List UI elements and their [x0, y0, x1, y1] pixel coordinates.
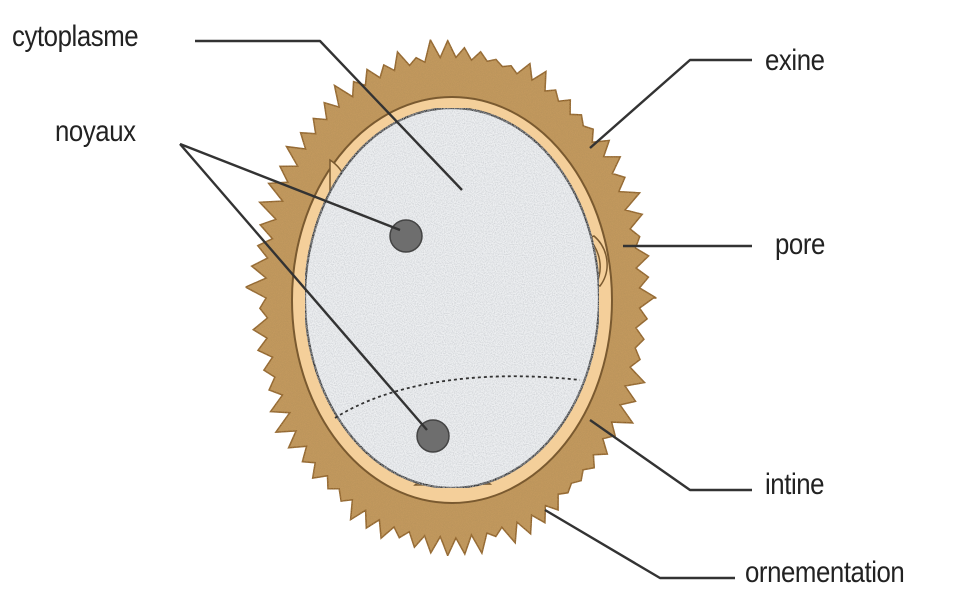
- label-ornementation: ornementation: [745, 556, 904, 590]
- leader-ornementation: [545, 510, 735, 578]
- label-exine: exine: [765, 44, 825, 78]
- label-intine: intine: [765, 468, 824, 502]
- label-pore: pore: [775, 228, 825, 262]
- leader-exine: [590, 60, 752, 148]
- nucleus: [390, 220, 422, 252]
- label-cytoplasme: cytoplasme: [12, 20, 138, 54]
- label-noyaux: noyaux: [55, 115, 136, 149]
- cytoplasm: [305, 108, 599, 488]
